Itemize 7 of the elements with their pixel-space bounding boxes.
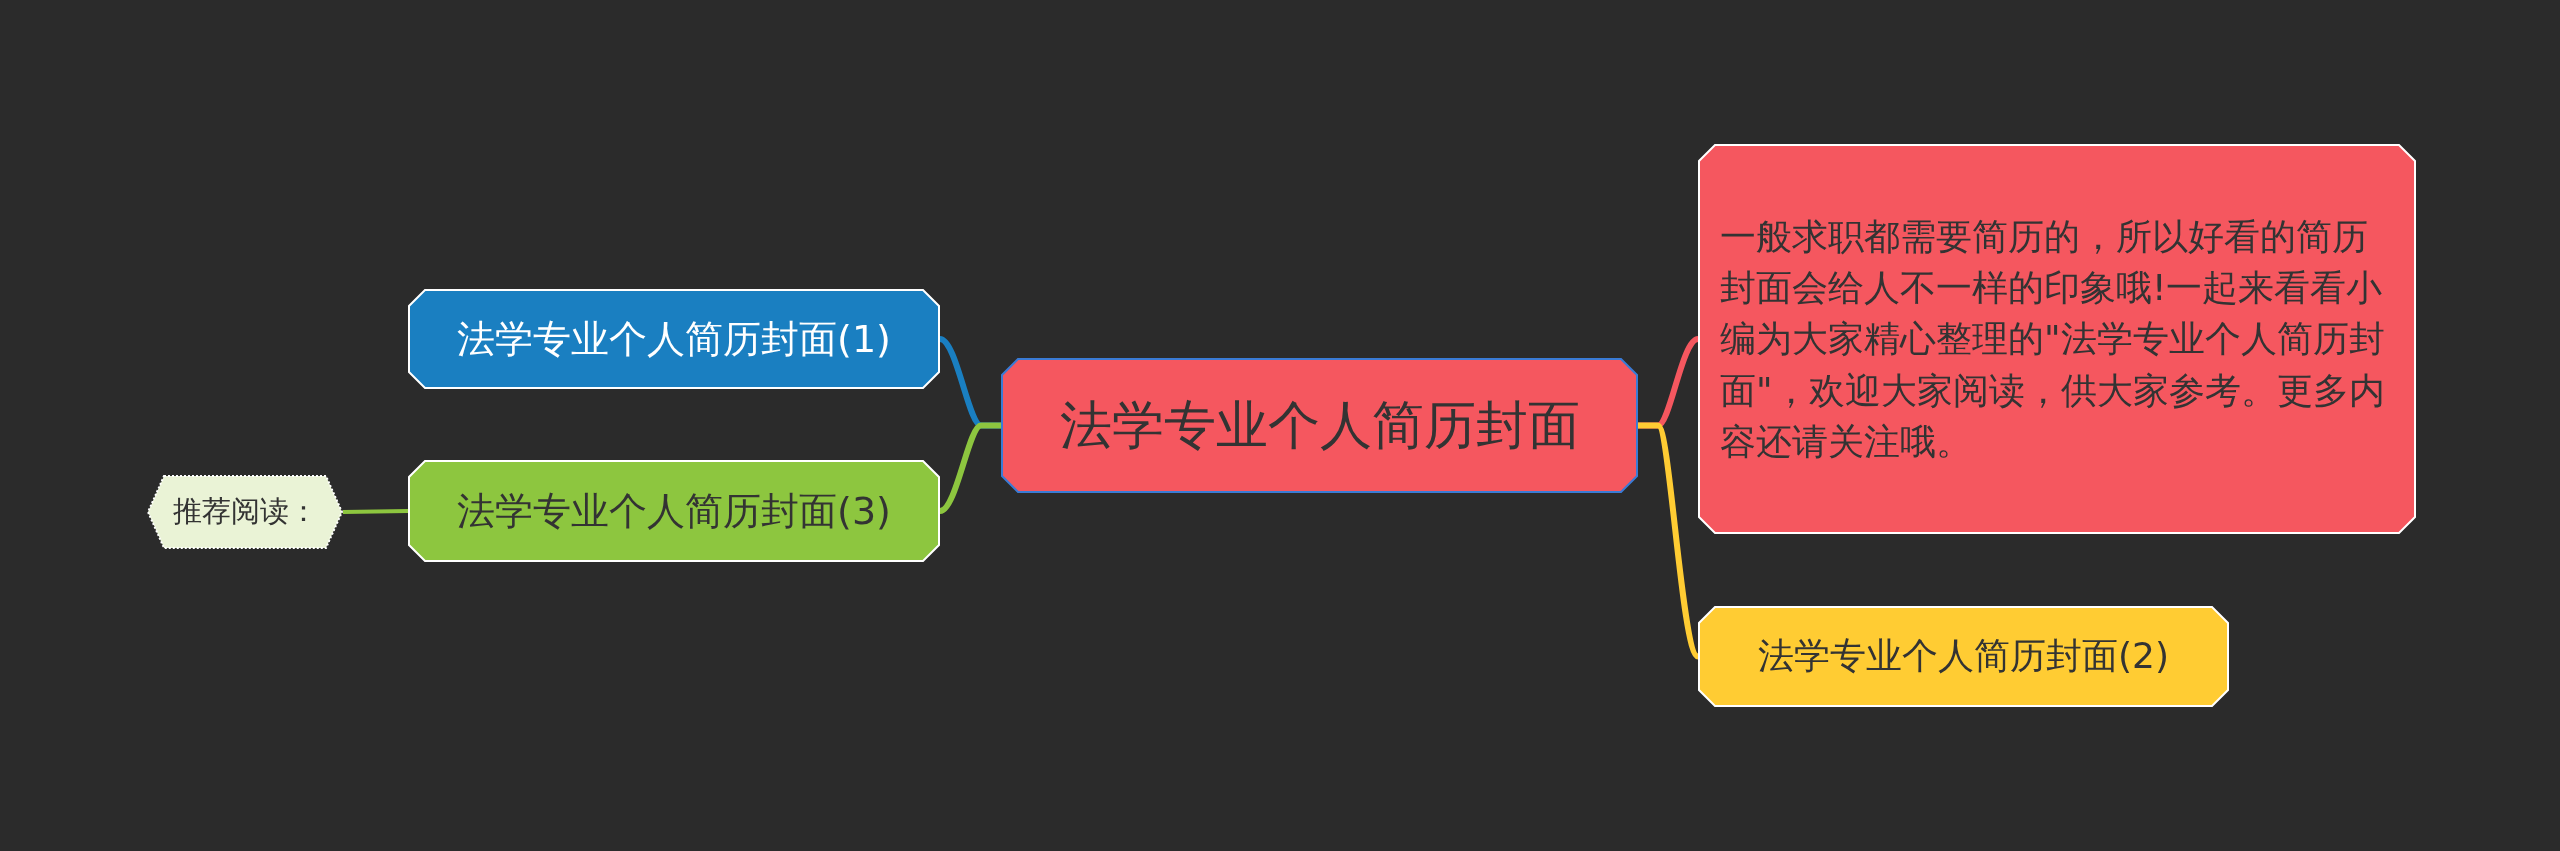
- branch-line: [342, 509, 409, 514]
- note-box: 一般求职都需要简历的，所以好看的简历封面会给人不一样的印象哦!一起来看看小编为大家精心整理的"法学专业个人简历封面"，欢迎大家阅读，供大家参考。更多内容还请关注哦。: [1698, 144, 2416, 534]
- topic-box: 法学专业个人简历封面(1): [408, 289, 940, 389]
- label-box: 推荐阅读：: [147, 475, 343, 549]
- central-topic-box: 法学专业个人简历封面: [1001, 358, 1638, 493]
- topic-box: 法学专业个人简历封面(3): [408, 460, 940, 562]
- topic-box: 法学专业个人简历封面(2): [1698, 606, 2229, 707]
